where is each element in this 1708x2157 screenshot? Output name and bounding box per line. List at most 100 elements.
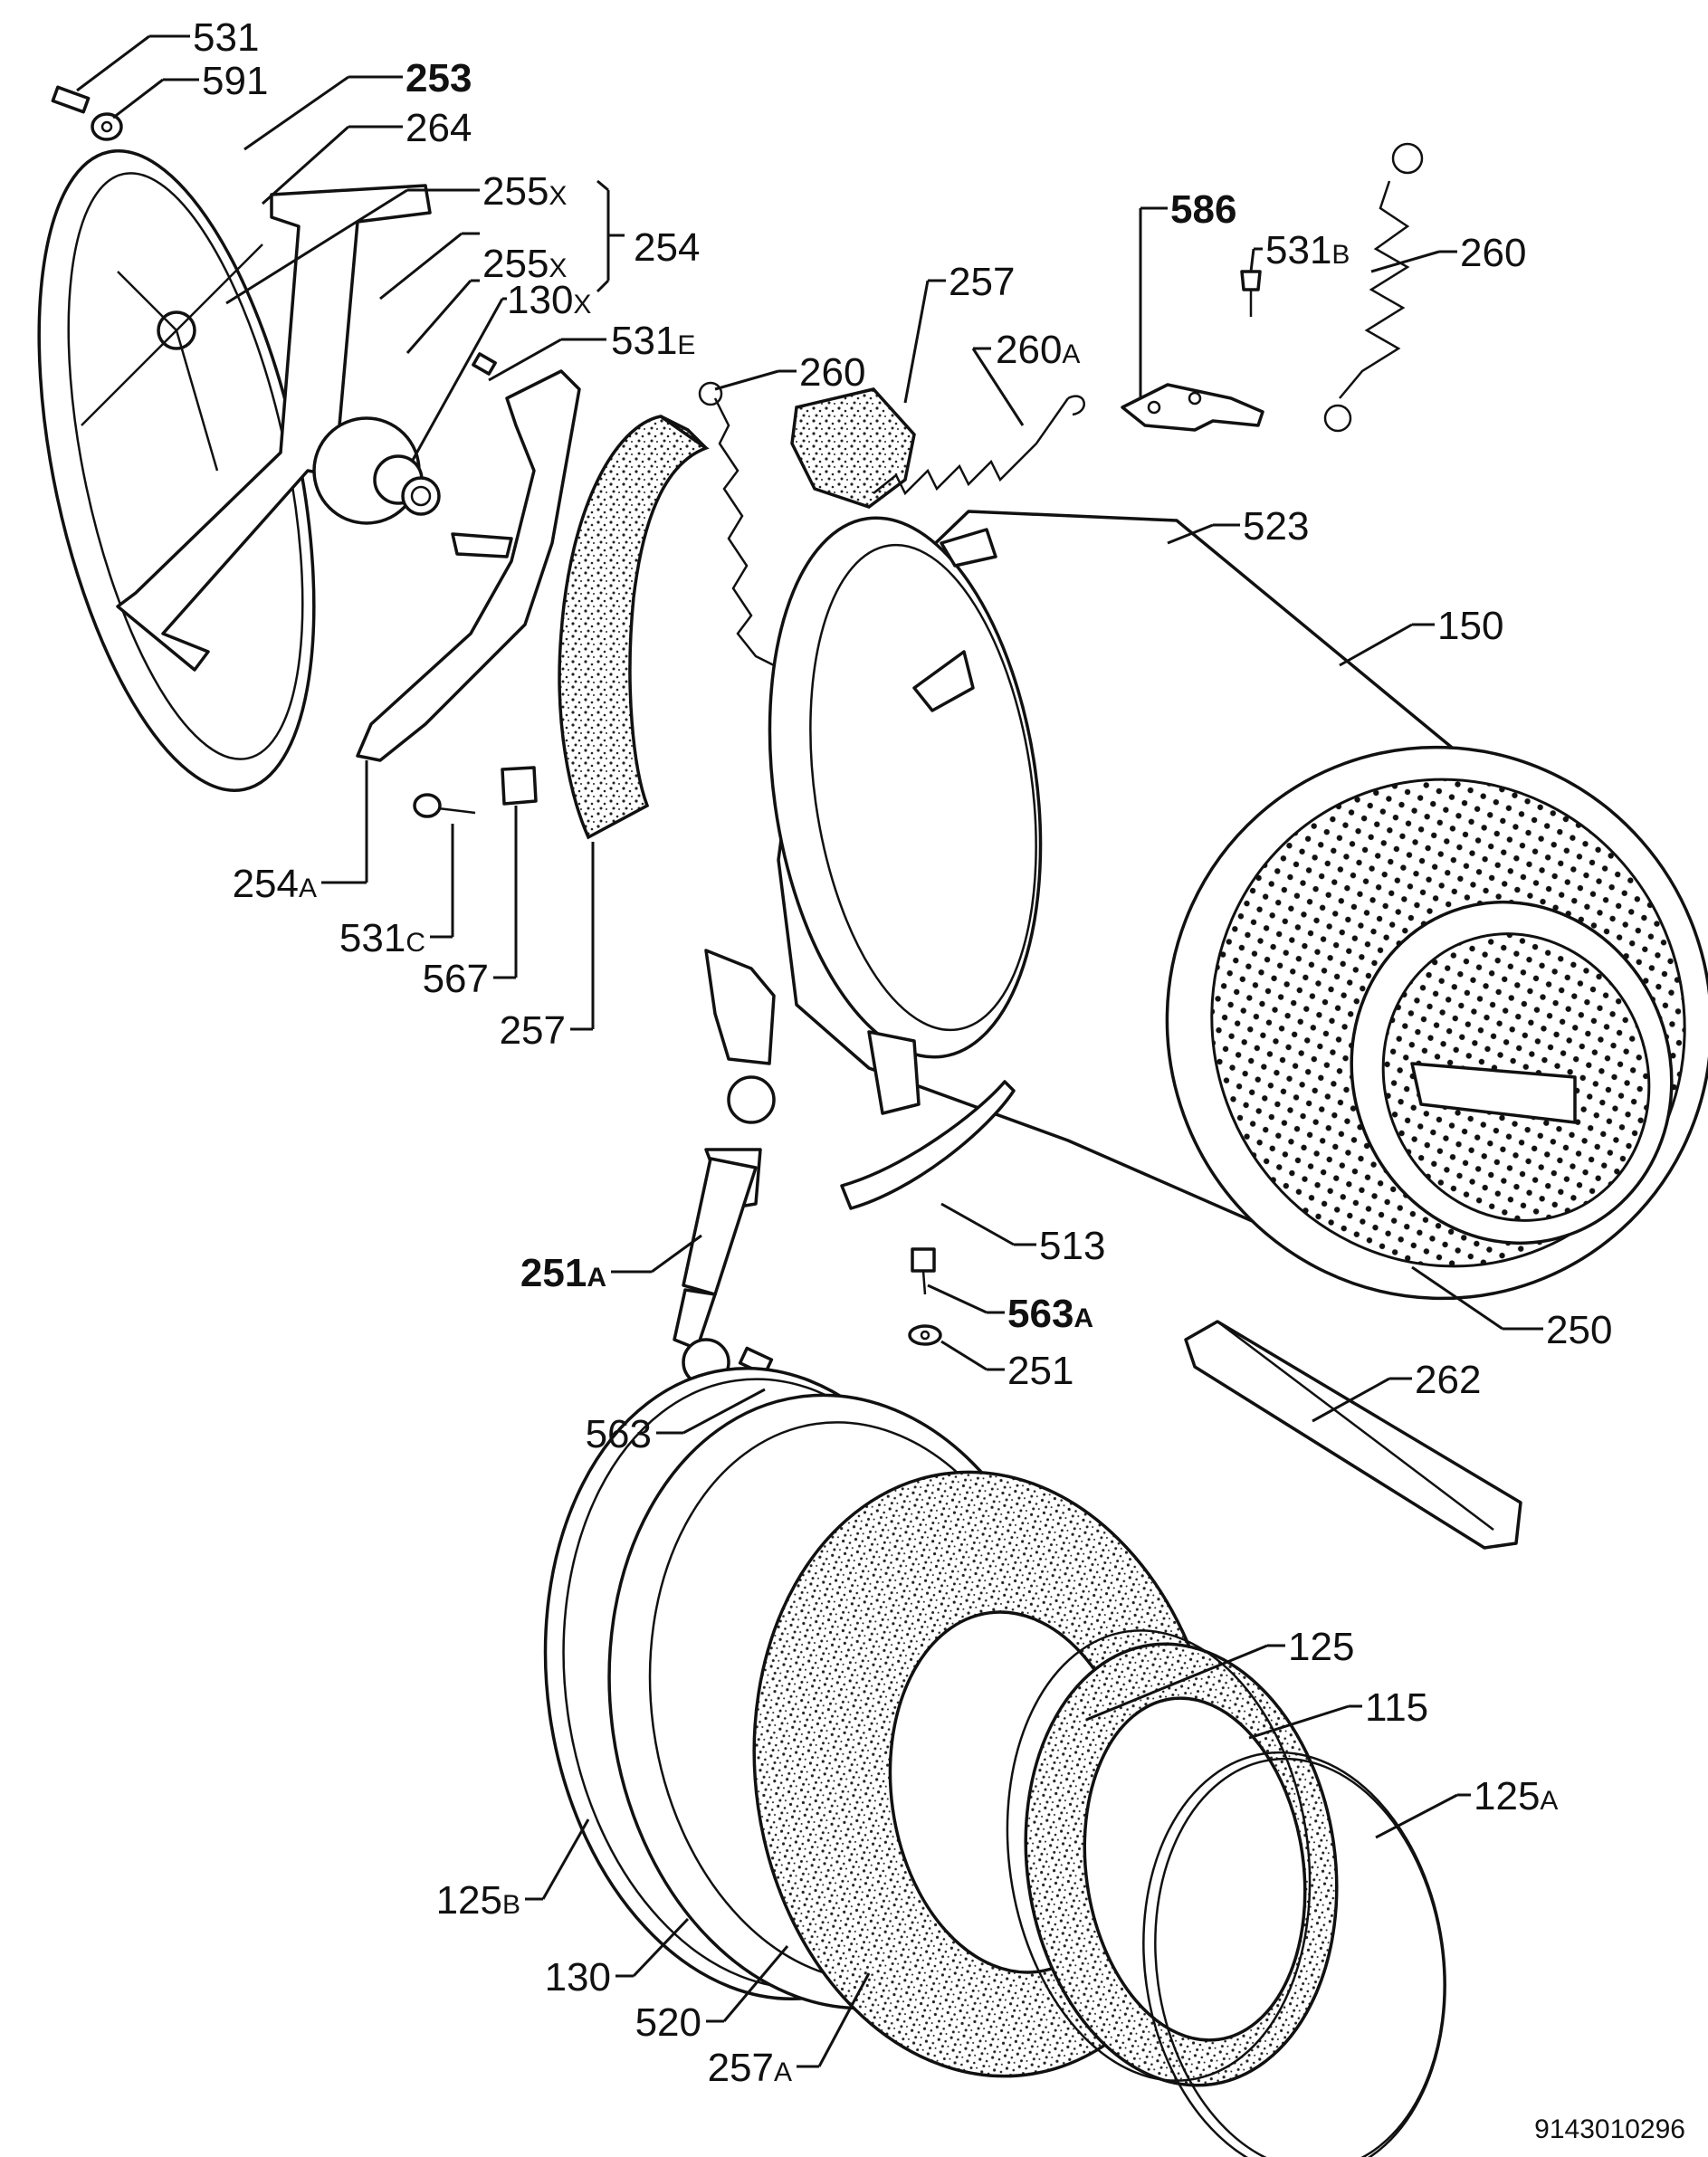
callout-suffix: A (299, 873, 317, 903)
callout-number: 257 (708, 2046, 774, 2090)
callout-513: 513 (1039, 1224, 1105, 1268)
spring-right (1323, 142, 1424, 433)
callout-260: 260 (799, 350, 865, 395)
shock-absorber (673, 1075, 776, 1387)
callout-number: 531 (339, 916, 406, 960)
callout-suffix: X (549, 181, 567, 211)
callout-number: 255 (482, 242, 549, 286)
callout-563: 563 (586, 1412, 652, 1456)
callout-number: 262 (1415, 1358, 1481, 1402)
callout-531: 531 (193, 15, 259, 60)
callout-number: 523 (1243, 504, 1309, 549)
hinge-bracket (1121, 270, 1264, 432)
callout-531c: 531C (339, 916, 425, 960)
callout-number: 250 (1546, 1308, 1612, 1352)
callout-number: 130 (545, 1955, 611, 2000)
callout-586: 586 (1170, 187, 1236, 232)
callout-number: 264 (406, 106, 472, 150)
callout-260a: 260A (996, 328, 1080, 372)
callout-suffix: A (587, 1263, 606, 1293)
leader-lines (76, 34, 1543, 2068)
callout-number: 130 (507, 278, 573, 322)
callout-number: 260 (799, 350, 865, 395)
callout-number: 586 (1170, 187, 1236, 232)
callout-suffix: A (774, 2057, 792, 2087)
callout-number: 563 (586, 1412, 652, 1456)
callout-number: 251 (1007, 1349, 1073, 1393)
callout-number: 253 (406, 56, 472, 100)
callout-257a: 257A (708, 2046, 792, 2090)
callout-number: 257 (949, 260, 1015, 304)
callout-number: 531 (1265, 228, 1331, 272)
callout-number: 567 (423, 957, 489, 1001)
callout-255x: 255X (482, 242, 567, 286)
callout-suffix: C (406, 928, 425, 958)
callout-531b: 531B (1265, 228, 1350, 272)
callout-number: 563 (1007, 1292, 1073, 1336)
callout-253: 253 (406, 56, 472, 100)
seal-clamp-ring (1142, 1751, 1446, 2157)
callout-number: 254 (634, 225, 700, 270)
callout-262: 262 (1415, 1358, 1481, 1402)
callout-number: 591 (202, 59, 268, 103)
callout-number: 125 (436, 1878, 502, 1923)
callout-number: 125 (1288, 1625, 1354, 1669)
callout-251: 251 (1007, 1349, 1073, 1393)
callout-number: 513 (1039, 1224, 1105, 1268)
callout-number: 255 (482, 169, 549, 214)
callout-suffix: A (1073, 1303, 1093, 1333)
callout-523: 523 (1243, 504, 1309, 549)
tension-strap (840, 1080, 1016, 1210)
callout-254a: 254A (233, 862, 317, 906)
callout-115: 115 (1365, 1685, 1428, 1730)
callout-150: 150 (1437, 604, 1503, 648)
callout-number: 520 (635, 2000, 701, 2045)
callout-125b: 125B (436, 1878, 520, 1923)
callout-130: 130 (545, 1955, 611, 2000)
callout-250: 250 (1546, 1308, 1612, 1352)
drum-cross-spider (116, 184, 441, 672)
spring-top (873, 395, 1085, 496)
callout-number: 257 (500, 1008, 566, 1053)
callout-125a: 125A (1474, 1774, 1558, 1818)
callout-520: 520 (635, 2000, 701, 2045)
bolt-and-washer (51, 85, 123, 141)
callout-suffix: E (677, 330, 695, 360)
callout-257: 257 (949, 260, 1015, 304)
spring-left (698, 381, 784, 672)
top-foam-block (790, 387, 916, 509)
foam-counterweight-arc (558, 415, 710, 840)
callout-suffix: B (1331, 240, 1350, 270)
callout-suffix: A (1062, 339, 1080, 369)
callout-suffix: X (549, 253, 567, 283)
callout-251a: 251A (520, 1251, 606, 1295)
callout-labels: 531 591 253 264 255X 254 255X 130X 531E … (193, 15, 1612, 2090)
callout-264: 264 (406, 106, 472, 150)
callout-number: 531 (611, 319, 677, 363)
callout-number: 260 (996, 328, 1062, 372)
callout-number: 260 (1460, 231, 1526, 275)
callout-number: 115 (1365, 1685, 1428, 1730)
screw-and-plate (413, 766, 538, 818)
callout-number: 254 (233, 862, 299, 906)
callout-number: 150 (1437, 604, 1503, 648)
callout-number: 125 (1474, 1774, 1540, 1818)
callout-257: 257 (500, 1008, 566, 1053)
callout-125: 125 (1288, 1625, 1354, 1669)
callout-number: 531 (193, 15, 259, 60)
callout-260: 260 (1460, 231, 1526, 275)
drum-paddle (1184, 1320, 1522, 1550)
callout-567: 567 (423, 957, 489, 1001)
document-id: 9143010296 (1534, 2114, 1685, 2144)
small-bolts (738, 1247, 942, 1391)
callout-255x: 255X (482, 169, 567, 214)
callout-254: 254 (634, 225, 700, 270)
callout-number: 251 (520, 1251, 587, 1295)
callout-suffix: A (1540, 1786, 1558, 1816)
inner-drum-perforated (1165, 745, 1708, 1301)
callout-563a: 563A (1007, 1292, 1093, 1336)
callout-130x: 130X (507, 278, 591, 322)
bracket-arm (356, 352, 581, 762)
callout-531e: 531E (611, 319, 695, 363)
